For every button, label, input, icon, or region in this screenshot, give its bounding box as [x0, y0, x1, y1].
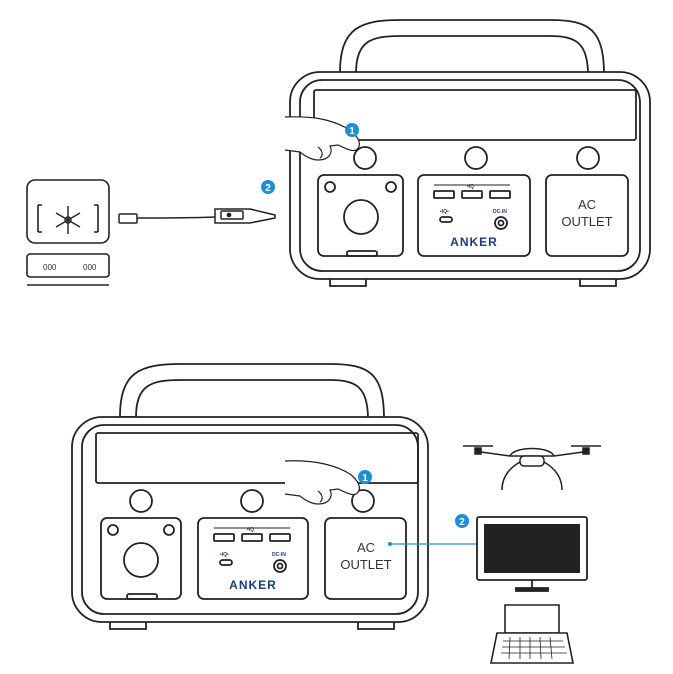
- snowflake-icon: [55, 206, 81, 234]
- monitor-icon: [476, 516, 588, 592]
- step-marker-2-number: 2: [265, 183, 271, 194]
- power-station-body: [71, 416, 429, 630]
- usbc-label: •IQ•: [220, 552, 229, 558]
- step-marker-1: 1: [345, 123, 359, 137]
- dcin-label: DC-IN: [493, 209, 507, 215]
- step-marker-1-number: 1: [362, 473, 368, 484]
- usb-qc-label: •IQ: [247, 527, 254, 533]
- power-station-body: [289, 71, 651, 287]
- ac-outlet-label-line1: AC: [578, 197, 596, 212]
- fridge-indicator-right: 000: [83, 263, 97, 272]
- car-fridge-icon: [26, 179, 110, 286]
- handle: [119, 363, 385, 420]
- drone-icon: [463, 445, 601, 491]
- usb-qc-label: •IQ: [467, 184, 474, 190]
- step-marker-2: 2: [455, 514, 469, 528]
- top-diagram: 000 000: [26, 19, 651, 287]
- step-marker-1-number: 1: [349, 126, 355, 137]
- step-marker-2: 2: [261, 180, 275, 194]
- fridge-indicator-left: 000: [43, 263, 57, 272]
- dcin-label: DC-IN: [272, 552, 286, 558]
- laptop-icon: [490, 604, 574, 664]
- brand-logo: ANKER: [229, 578, 277, 592]
- ac-outlet-label-line2: OUTLET: [340, 557, 391, 572]
- hand-pressing-icon: [284, 460, 360, 505]
- connection-dot: [388, 542, 392, 546]
- ac-outlet-label-line2: OUTLET: [561, 214, 612, 229]
- usbc-label: •IQ•: [440, 209, 449, 215]
- step-marker-2-number: 2: [459, 517, 465, 528]
- hand-pressing-icon: [284, 116, 360, 161]
- step-marker-1: 1: [358, 470, 372, 484]
- bottom-diagram: •IQ •IQ• DC-IN ANKER AC OUTLET 1 2: [71, 363, 601, 664]
- handle: [339, 19, 605, 76]
- car-charger-cable-icon: [118, 208, 276, 224]
- brand-logo: ANKER: [450, 235, 498, 249]
- ac-outlet-label-line1: AC: [357, 540, 375, 555]
